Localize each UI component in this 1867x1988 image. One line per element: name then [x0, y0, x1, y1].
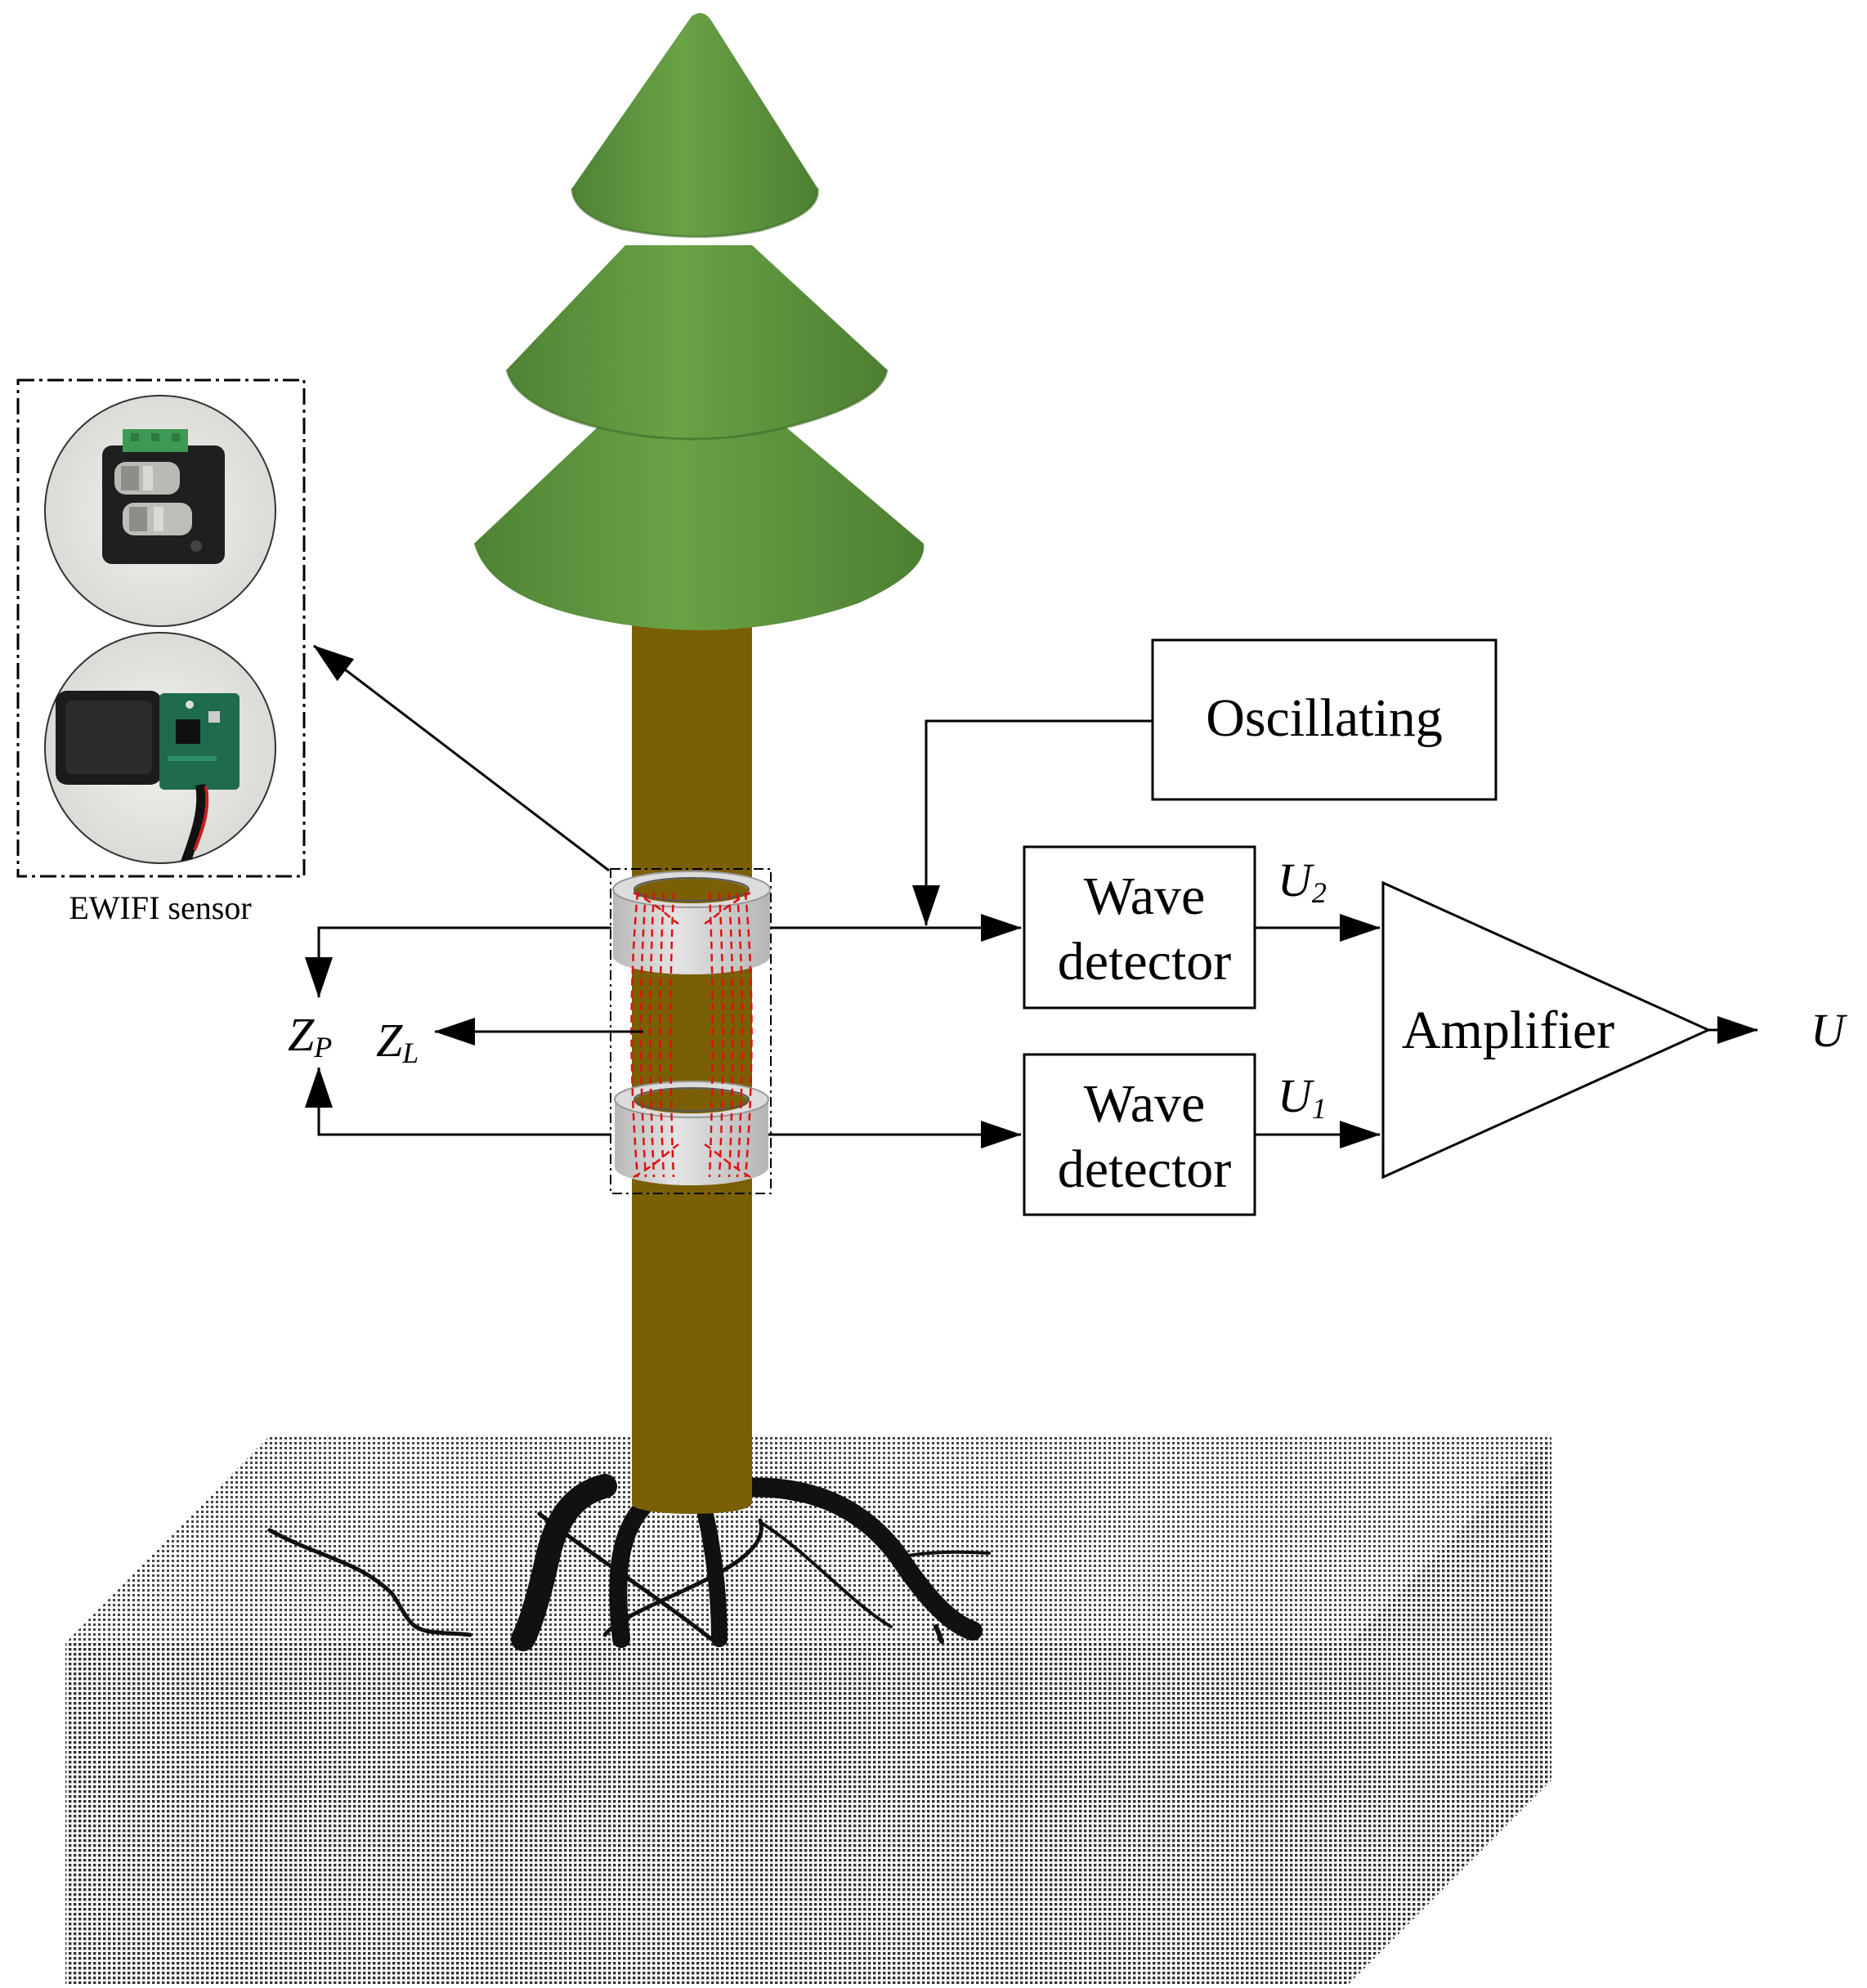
u1-label: U1: [1278, 1069, 1327, 1125]
inset-pointer-arrow: [313, 644, 610, 872]
amplifier-label: Amplifier: [1402, 1001, 1614, 1060]
amplifier-block: Amplifier: [1381, 880, 1712, 1180]
oscillating-block: Oscillating: [1151, 638, 1498, 801]
inset-dashed-frame: [16, 378, 306, 878]
roots: [267, 1474, 991, 1651]
sensor-caption: EWIFI sensor: [69, 889, 251, 926]
soil-block: [65, 1437, 1551, 1984]
sensor-dashed-frame: [610, 868, 772, 1194]
svg-text:detector: detector: [1058, 932, 1232, 992]
trunk-base: [632, 1494, 751, 1514]
wave-detector-top: Wave detector: [1023, 845, 1256, 1010]
upper-ring: [612, 871, 771, 974]
soil-right-face: [1349, 1437, 1551, 1984]
svg-text:detector: detector: [1058, 1140, 1232, 1199]
oscillator-feed-line: [912, 719, 1153, 926]
ewifi-sensor-inset: EWIFI sensor: [16, 378, 306, 926]
lower-ring: [614, 1081, 769, 1185]
svg-text:Wave: Wave: [1084, 866, 1206, 926]
zl-label: ZL: [376, 1014, 419, 1069]
zp-label: ZP: [288, 1008, 332, 1063]
tree-foliage: [474, 13, 925, 630]
output-u-label: U: [1811, 1004, 1848, 1057]
soil-front-face: [65, 1643, 1349, 1984]
impedance-wiring: [305, 926, 643, 1136]
oscillating-label: Oscillating: [1206, 688, 1443, 748]
soil-top-face: [65, 1437, 1551, 1643]
tree-trunk: [632, 621, 752, 1504]
wave-detector-bottom: Wave detector: [1023, 1053, 1256, 1216]
svg-text:Wave: Wave: [1084, 1074, 1206, 1134]
sensor-device-open-photo: [44, 632, 276, 864]
sensor-coils: [610, 868, 772, 1194]
sensor-device-closed-photo: [44, 395, 276, 627]
u2-label: U2: [1278, 853, 1327, 909]
